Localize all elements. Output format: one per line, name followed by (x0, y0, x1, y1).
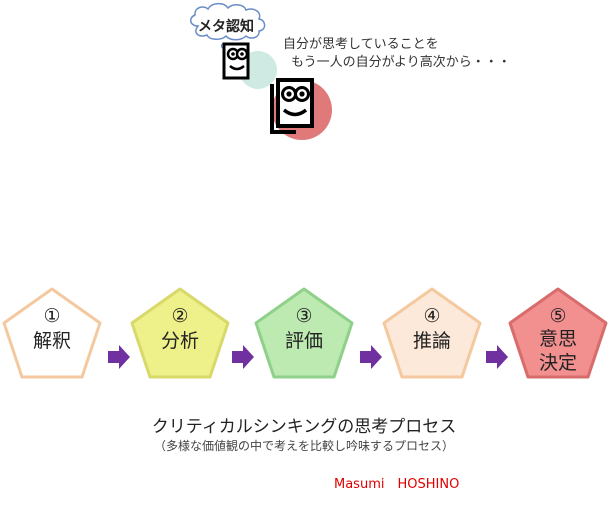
step-number: ③ (295, 305, 313, 327)
step-3: ③ 評価 (254, 287, 354, 379)
step-label: 分析 (160, 330, 199, 352)
arrow-right-icon (360, 345, 382, 369)
step-pentagon-shape (2, 287, 102, 379)
step-number: ② (171, 305, 189, 327)
step-pentagon-shape (254, 287, 354, 379)
step-pentagon-shape (130, 287, 230, 379)
small-face-icon (222, 42, 250, 80)
step-label: 評価 (284, 330, 323, 352)
arrow-right-icon (108, 345, 130, 369)
step-2: ② 分析 (130, 287, 230, 379)
author-name: Masumi HOSHINO (334, 477, 460, 492)
large-face-icon (270, 78, 314, 134)
description-line-1: 自分が思考していることを (283, 37, 439, 52)
step-label: 推論 (412, 330, 451, 352)
step-number: ① (43, 305, 61, 327)
description-line-2: もう一人の自分がより高次から・・・ (291, 55, 511, 70)
meta-cognition-label: メタ認知 (198, 19, 254, 35)
arrow-right-icon (486, 345, 508, 369)
step-4: ④ 推論 (382, 287, 482, 379)
step-label: 決定 (538, 352, 577, 374)
step-label: 解釈 (32, 330, 71, 352)
step-number: ④ (423, 305, 441, 327)
step-pentagon-shape (382, 287, 482, 379)
step-label: 意思 (538, 328, 577, 350)
step-1: ① 解釈 (2, 287, 102, 379)
step-number: ⑤ (549, 305, 567, 327)
arrow-right-icon (232, 345, 254, 369)
meta-cognition-illustration (190, 2, 332, 140)
diagram-title: クリティカルシンキングの思考プロセス (151, 417, 457, 437)
diagram-subtitle: （多様な価値観の中で考えを比較し吟味するプロセス） (153, 439, 454, 453)
step-pentagon-shape (508, 287, 608, 379)
